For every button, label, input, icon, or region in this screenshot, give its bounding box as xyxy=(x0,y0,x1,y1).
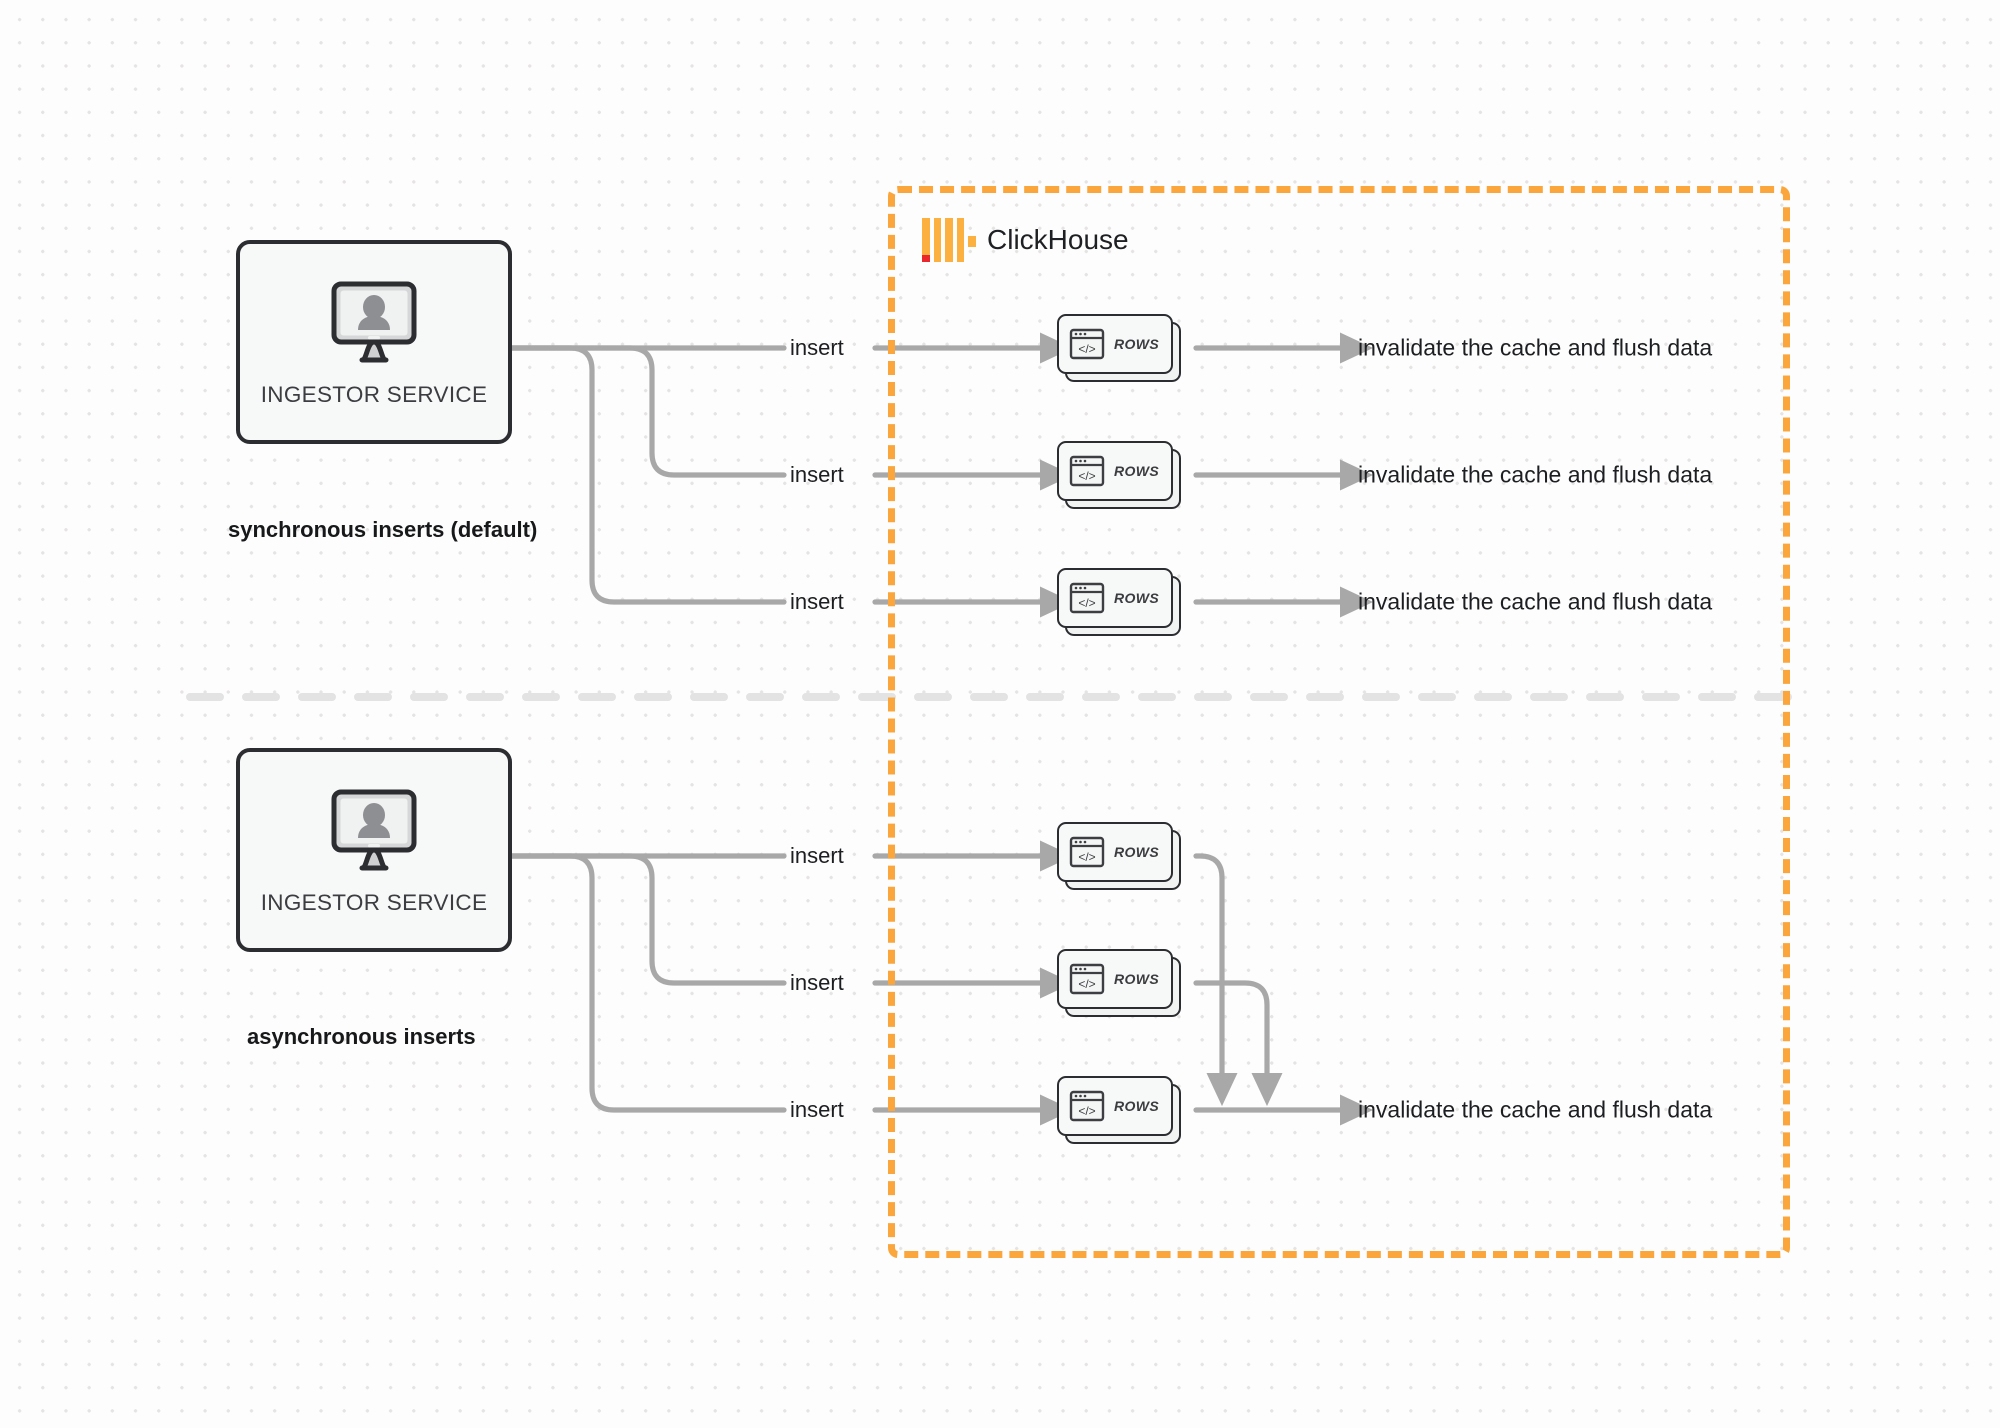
edge-label-insert: insert xyxy=(790,335,844,360)
svg-text:</>: </> xyxy=(1078,1104,1095,1118)
rows-card-face: </> ROWS xyxy=(1057,441,1173,501)
async-branch-row2 xyxy=(509,853,787,986)
rows-card[interactable]: </> ROWS xyxy=(1057,822,1181,890)
sink-label-flush: invalidate the cache and flush data xyxy=(1358,334,1713,361)
rows-card[interactable]: </> ROWS xyxy=(1057,949,1181,1017)
sink-label-flush: invalidate the cache and flush data xyxy=(1358,588,1713,615)
section-caption-synchronous: synchronous inserts (default) xyxy=(228,517,538,542)
sync-branch-row3 xyxy=(509,345,787,605)
rows-card[interactable]: </> ROWS xyxy=(1057,1076,1181,1144)
clickhouse-boundary xyxy=(888,186,1790,1258)
clickhouse-brand: ClickHouse xyxy=(922,218,1129,262)
sink-label-flush: invalidate the cache and flush data xyxy=(1358,461,1713,488)
rows-card-label: ROWS xyxy=(1114,971,1160,987)
rows-card-label: ROWS xyxy=(1114,463,1160,479)
svg-text:</>: </> xyxy=(1078,342,1095,356)
svg-text:</>: </> xyxy=(1078,596,1095,610)
rows-card-label: ROWS xyxy=(1114,844,1160,860)
code-window-icon: </> xyxy=(1069,582,1105,614)
edge-label-insert: insert xyxy=(790,1097,844,1122)
monitor-user-icon xyxy=(331,281,417,363)
code-window-icon: </> xyxy=(1069,328,1105,360)
rows-card-face: </> ROWS xyxy=(1057,1076,1173,1136)
rows-card-label: ROWS xyxy=(1114,590,1160,606)
service-node-label: INGESTOR SERVICE xyxy=(260,890,488,915)
edge-label-insert: insert xyxy=(790,843,844,868)
rows-card-label: ROWS xyxy=(1114,1098,1160,1114)
rows-card[interactable]: </> ROWS xyxy=(1057,568,1181,636)
edge-label-insert: insert xyxy=(790,589,844,614)
edge-label-insert: insert xyxy=(790,970,844,995)
section-caption-asynchronous: asynchronous inserts xyxy=(247,1024,476,1049)
sidebar-item-ingestor-service-sync[interactable]: INGESTOR SERVICE xyxy=(236,240,512,444)
rows-card[interactable]: </> ROWS xyxy=(1057,314,1181,382)
rows-card[interactable]: </> ROWS xyxy=(1057,441,1181,509)
clickhouse-brand-label: ClickHouse xyxy=(987,224,1129,255)
svg-text:</>: </> xyxy=(1078,850,1095,864)
sidebar-item-ingestor-service-async[interactable]: INGESTOR SERVICE xyxy=(236,748,512,952)
rows-card-face: </> ROWS xyxy=(1057,949,1173,1009)
monitor-user-icon xyxy=(331,789,417,871)
edge-label-insert: insert xyxy=(790,462,844,487)
sync-branch-row2 xyxy=(509,345,787,478)
code-window-icon: </> xyxy=(1069,963,1105,995)
code-window-icon: </> xyxy=(1069,836,1105,868)
service-node-label: INGESTOR SERVICE xyxy=(260,382,488,407)
svg-text:</>: </> xyxy=(1078,977,1095,991)
rows-card-label: ROWS xyxy=(1114,336,1160,352)
rows-card-face: </> ROWS xyxy=(1057,568,1173,628)
code-window-icon: </> xyxy=(1069,455,1105,487)
svg-text:</>: </> xyxy=(1078,469,1095,483)
async-branch-row3 xyxy=(509,853,787,1113)
code-window-icon: </> xyxy=(1069,1090,1105,1122)
sink-label-flush: invalidate the cache and flush data xyxy=(1358,1096,1713,1123)
clickhouse-logo-icon xyxy=(922,218,976,262)
rows-card-face: </> ROWS xyxy=(1057,822,1173,882)
rows-card-face: </> ROWS xyxy=(1057,314,1173,374)
